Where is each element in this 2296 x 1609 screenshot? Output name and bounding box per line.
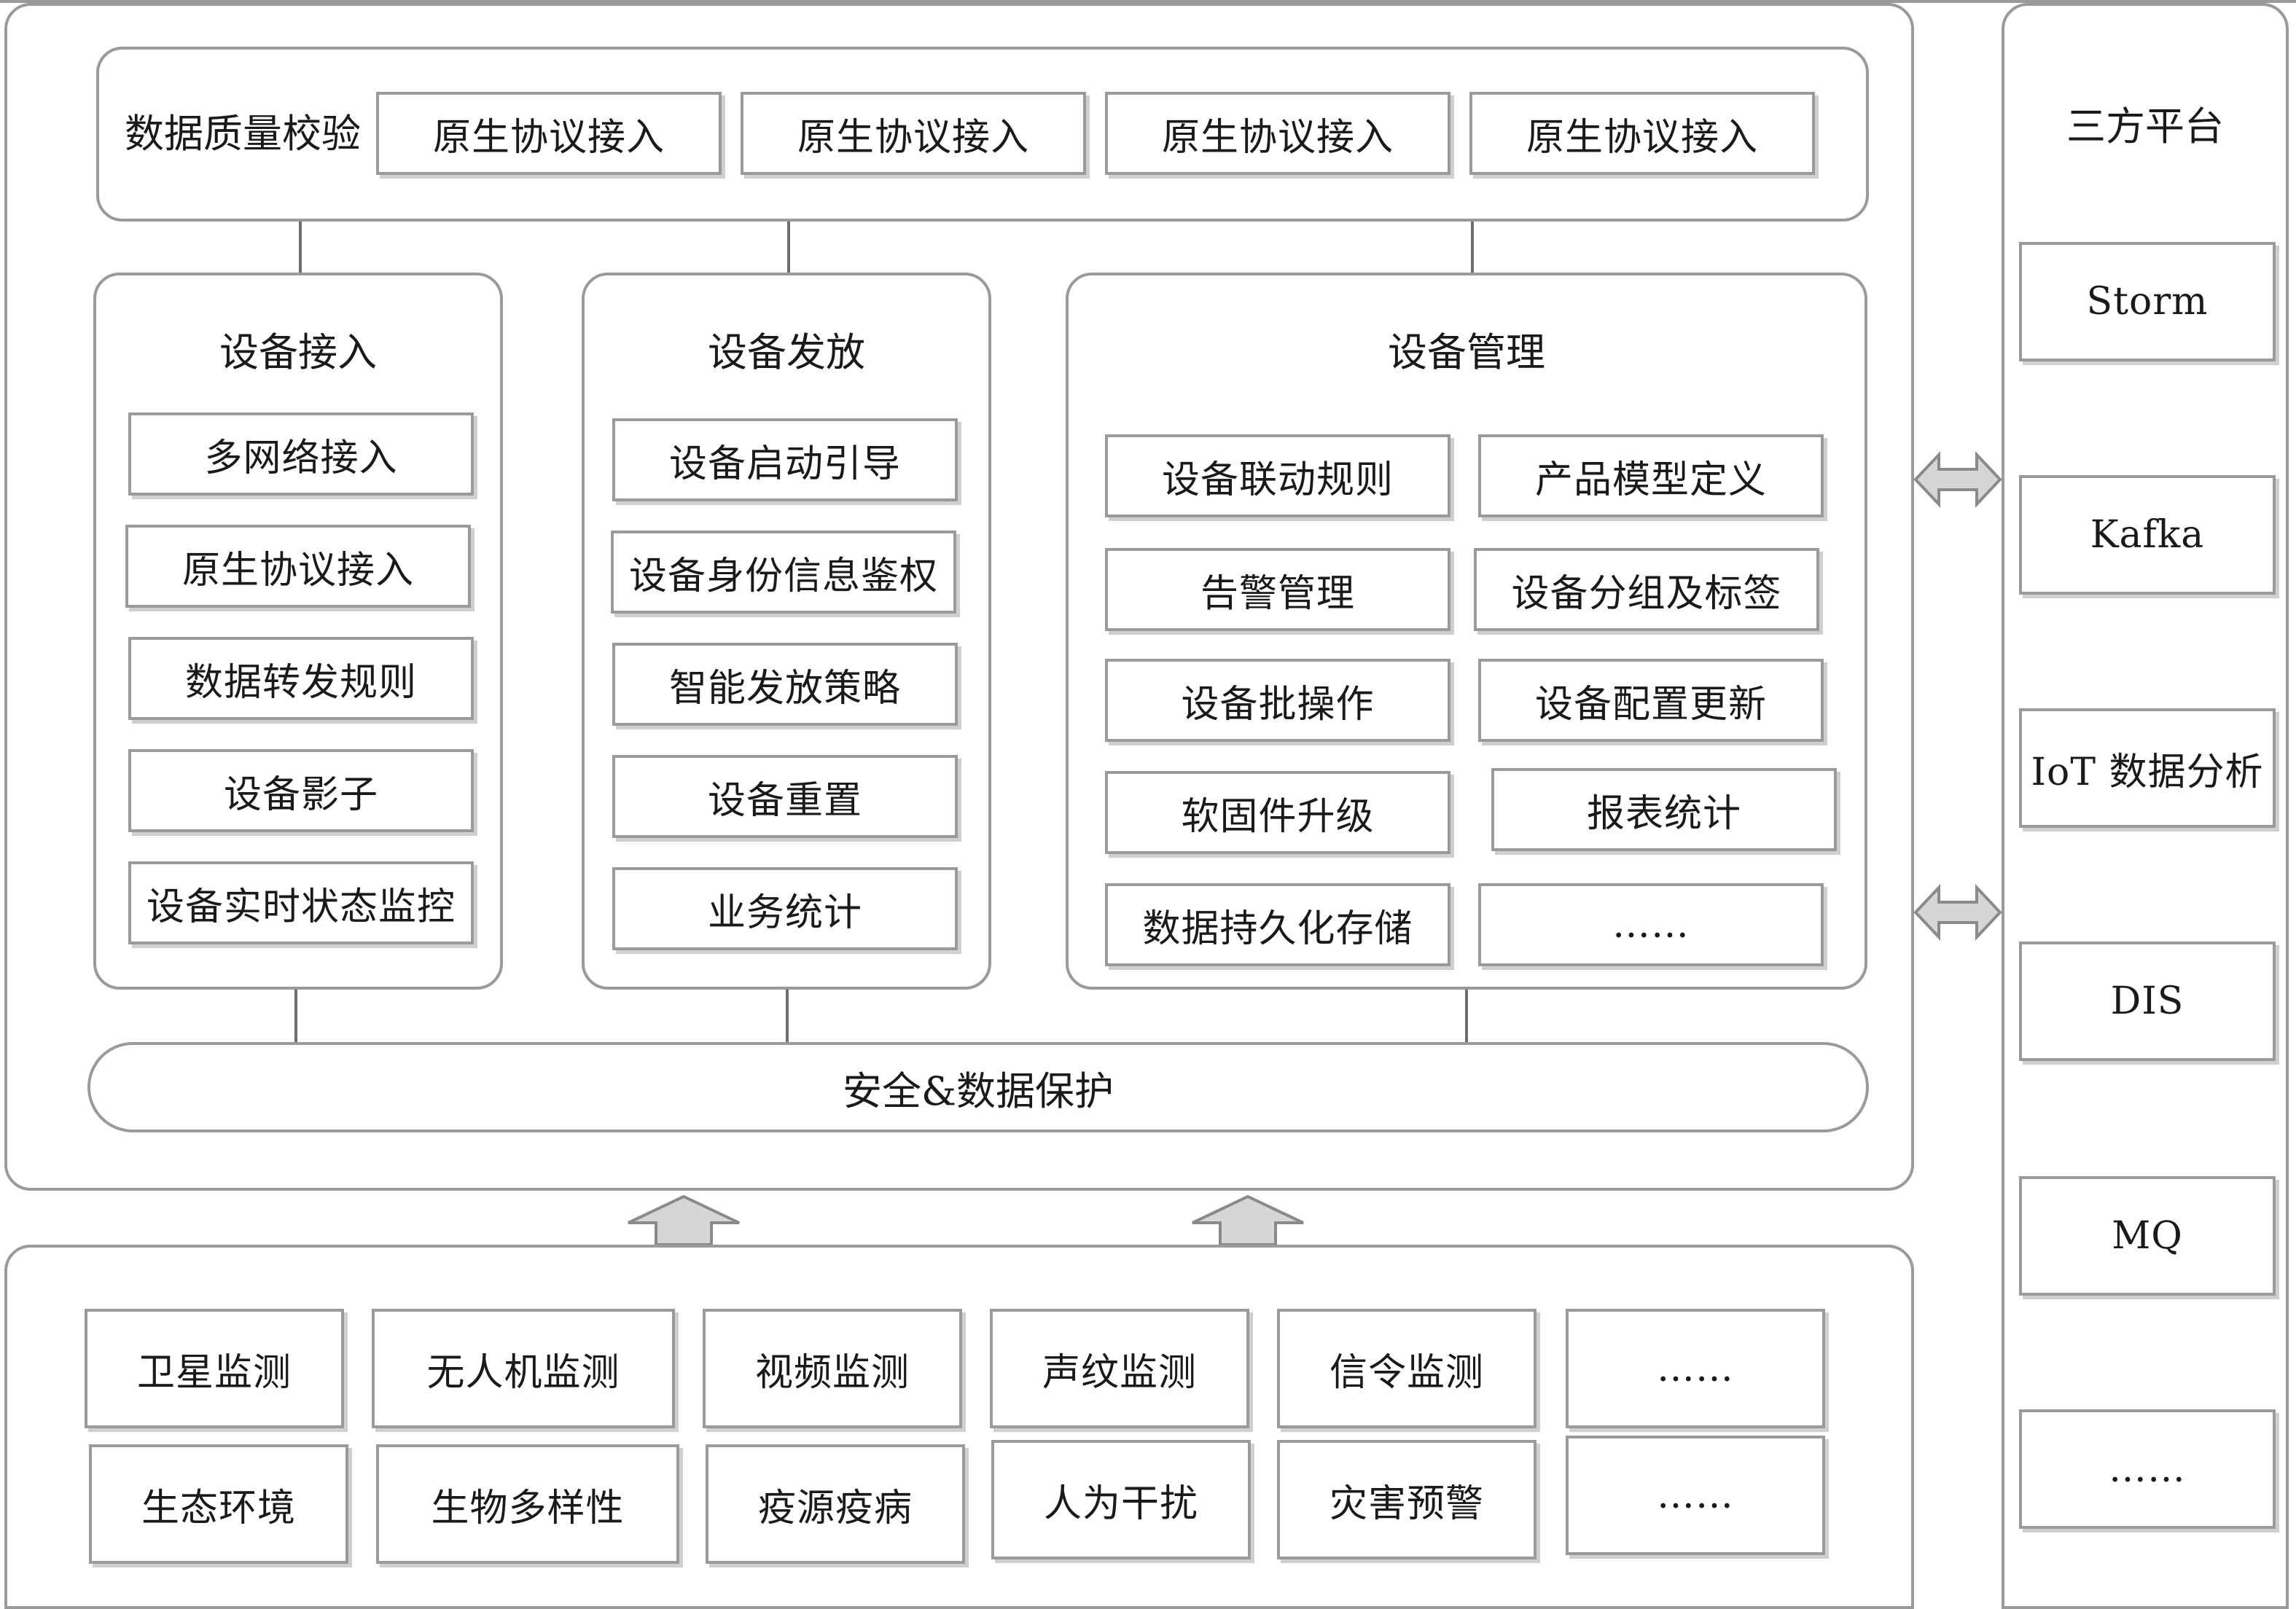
quality-check-label: 数据质量校验	[125, 110, 361, 157]
source-item: 无人机监测	[372, 1309, 675, 1428]
device-access-item: 设备影子	[128, 749, 474, 832]
top-protocol-box-2: 原生协议接入	[741, 92, 1086, 175]
top-protocol-box-4: 原生协议接入	[1469, 92, 1815, 175]
connector-line	[1465, 990, 1468, 1042]
device-provision-item: 设备重置	[612, 755, 958, 838]
device-management-title: 设备管理	[1388, 329, 1545, 375]
device-access-title: 设备接入	[219, 329, 377, 375]
third-party-item: Kafka	[2019, 475, 2276, 595]
source-item: 信令监测	[1277, 1309, 1536, 1428]
third-party-title: 三方平台	[2066, 103, 2224, 149]
source-item: 视频监测	[703, 1309, 962, 1428]
third-party-item: DIS	[2019, 941, 2276, 1061]
device-management-panel	[1066, 273, 1867, 990]
device-provision-item: 设备身份信息鉴权	[611, 531, 956, 614]
source-item: 声纹监测	[990, 1309, 1249, 1428]
security-label: 安全&数据保护	[842, 1068, 1114, 1114]
third-party-item: MQ	[2019, 1176, 2276, 1296]
device-management-item: 产品模型定义	[1478, 434, 1824, 517]
third-party-item: Storm	[2019, 242, 2276, 361]
third-party-item: ……	[2019, 1409, 2276, 1529]
device-management-item: 设备批操作	[1105, 659, 1450, 742]
top-protocol-box-1: 原生协议接入	[376, 92, 722, 175]
device-management-item: 设备联动规则	[1105, 434, 1450, 517]
connector-line	[1471, 222, 1474, 274]
device-management-item: 数据持久化存储	[1105, 883, 1450, 966]
connector-line	[786, 990, 789, 1042]
top-protocol-box-3: 原生协议接入	[1105, 92, 1450, 175]
device-provision-item: 设备启动引导	[612, 418, 958, 501]
device-management-item: 设备分组及标签	[1474, 548, 1819, 631]
bidirectional-arrow-icon	[1913, 883, 2002, 941]
connector-line	[294, 990, 297, 1042]
device-provision-title: 设备发放	[708, 329, 865, 375]
device-provision-item: 智能发放策略	[612, 643, 958, 726]
source-item: 疫源疫病	[706, 1444, 965, 1564]
device-access-item: 数据转发规则	[128, 637, 474, 720]
security-bar	[87, 1042, 1869, 1132]
device-management-item: 设备配置更新	[1478, 659, 1824, 742]
device-management-item: ……	[1478, 883, 1824, 966]
source-item: ……	[1566, 1436, 1825, 1555]
bidirectional-arrow-icon	[1913, 450, 2002, 509]
connector-line	[299, 222, 302, 274]
source-item: ……	[1566, 1309, 1825, 1428]
source-item: 生物多样性	[376, 1444, 679, 1564]
frame-top-line	[0, 0, 2296, 3]
third-party-item: IoT 数据分析	[2019, 708, 2276, 828]
device-access-item: 原生协议接入	[125, 525, 471, 608]
up-arrow-icon	[1192, 1194, 1304, 1246]
source-item: 生态环境	[89, 1444, 348, 1564]
device-management-item: 软固件升级	[1105, 771, 1450, 854]
device-management-item: 告警管理	[1105, 548, 1450, 631]
device-access-item: 多网络接入	[128, 412, 474, 496]
source-item: 灾害预警	[1277, 1440, 1536, 1559]
up-arrow-icon	[628, 1194, 740, 1246]
source-item: 卫星监测	[85, 1309, 344, 1428]
device-access-item: 设备实时状态监控	[128, 861, 474, 944]
source-item: 人为干扰	[991, 1440, 1251, 1559]
connector-line	[787, 222, 790, 274]
device-management-item: 报表统计	[1491, 768, 1837, 851]
device-provision-item: 业务统计	[612, 867, 958, 950]
